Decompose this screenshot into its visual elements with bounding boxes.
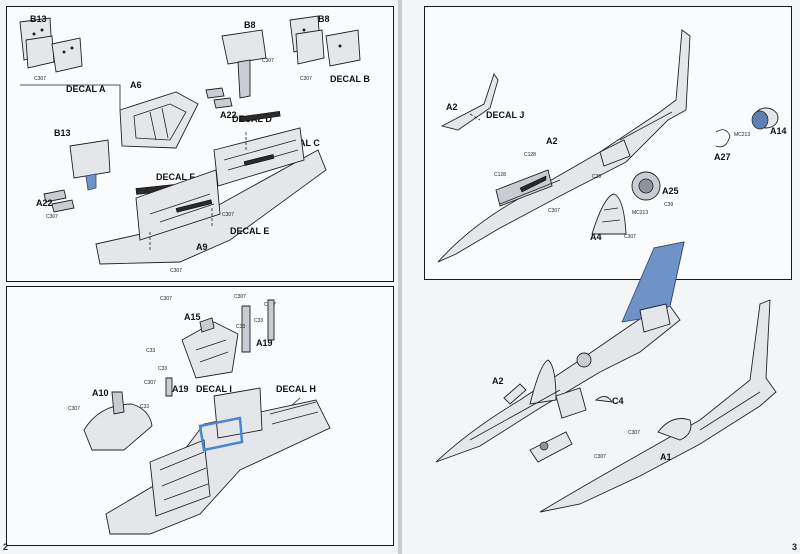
label-a25: A25 [662, 186, 679, 196]
cockpit-tub-icon [105, 387, 331, 535]
label-decal-h: DECAL H [276, 384, 316, 394]
code-c39: C39 [592, 174, 601, 180]
cockpit-tub-icon [95, 127, 327, 265]
label-a1: A1 [660, 452, 672, 462]
code-c39: C39 [664, 202, 673, 208]
label-a19-bot: A19 [172, 384, 189, 394]
label-decal-j: DECAL J [486, 110, 524, 120]
code-c128: C128 [494, 172, 506, 178]
code-c33: C33 [146, 348, 155, 354]
page-number-left: 2 [3, 542, 9, 552]
wheel-icon [631, 171, 661, 201]
canopy-icon [591, 193, 627, 235]
canopy-icon [119, 91, 199, 149]
code-c307: C307 [46, 214, 58, 220]
label-a19-top: A19 [256, 338, 273, 348]
label-a22-mid: A22 [36, 198, 53, 208]
code-c33: C33 [254, 318, 263, 324]
code-c33: C33 [236, 324, 245, 330]
code-c33: C33 [158, 366, 167, 372]
label-a15: A15 [184, 312, 201, 322]
canopy-icon [83, 391, 153, 451]
label-b13-mid: B13 [54, 128, 71, 138]
code-c307: C307 [548, 208, 560, 214]
label-a2-top: A2 [446, 102, 458, 112]
label-decal-e: DECAL E [230, 226, 269, 236]
code-c33: C33 [140, 404, 149, 410]
label-a2-bot: A2 [492, 376, 504, 386]
canopy-icon [181, 317, 239, 379]
code-c307: C307 [234, 294, 246, 300]
label-a9: A9 [196, 242, 208, 252]
label-a27: A27 [714, 152, 731, 162]
code-c307: C307 [300, 76, 312, 82]
wheel-icon [751, 107, 779, 130]
code-c307: C307 [262, 58, 274, 64]
code-c307: C307 [624, 234, 636, 240]
label-a2-mid: A2 [546, 136, 558, 146]
code-c307: C307 [68, 406, 80, 412]
label-a14: A14 [770, 126, 787, 136]
label-decal-a: DECAL A [66, 84, 106, 94]
seat-frame-icon [289, 15, 361, 67]
code-c307: C307 [34, 76, 46, 82]
aircraft-fuselage-icon [539, 299, 777, 513]
aircraft-fuselage-icon [437, 29, 691, 263]
aircraft-fuselage-icon [435, 241, 685, 463]
label-a6: A6 [130, 80, 142, 90]
label-b13-top: B13 [30, 14, 47, 24]
page-number-right: 3 [791, 542, 797, 552]
label-a22-top: A22 [220, 110, 237, 120]
label-b8-top: B8 [318, 14, 330, 24]
code-c307: C307 [628, 430, 640, 436]
code-c307: C307 [170, 268, 182, 274]
label-b8: B8 [244, 20, 256, 30]
label-a10: A10 [92, 388, 109, 398]
code-c128: C128 [524, 152, 536, 158]
code-c307: C307 [144, 380, 156, 386]
code-c307: C307 [594, 454, 606, 460]
book-spine [398, 0, 402, 554]
code-mc213: MC213 [632, 210, 648, 216]
code-mc213: MC213 [734, 132, 750, 138]
label-decal-i: DECAL I [196, 384, 232, 394]
seat-frame-icon [19, 17, 83, 73]
label-decal-b: DECAL B [330, 74, 370, 84]
label-decal-f: DECAL F [156, 172, 195, 182]
code-c307: C307 [160, 296, 172, 302]
code-c307: C307 [222, 212, 234, 218]
label-a4: A4 [590, 232, 602, 242]
label-c4: C4 [612, 396, 624, 406]
seat-frame-icon [529, 387, 587, 463]
